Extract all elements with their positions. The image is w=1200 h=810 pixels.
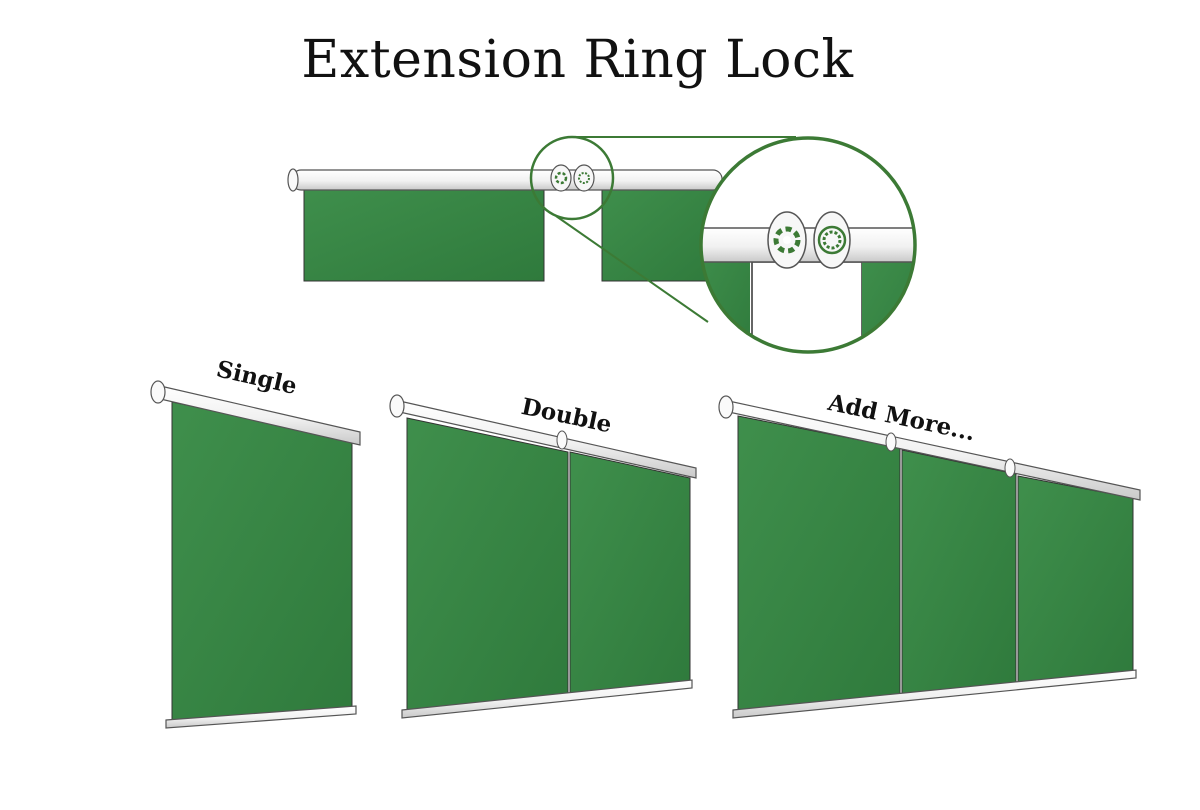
ring-lock-icon [573,164,595,192]
top-screen-assembly [287,135,723,282]
top-rod [291,169,723,191]
ring-lock-icon [813,211,851,269]
add-more-screen [718,395,1141,719]
ring-lock-icon [767,211,807,269]
callout-lines [555,136,796,323]
single-screen [150,380,361,729]
page-title: Extension Ring Lock [301,30,854,90]
focus-circle [529,135,615,221]
magnifier-callout [699,136,917,354]
top-screen-left [303,184,545,282]
ring-lock-icon [550,164,572,192]
label-single: Single [214,355,300,400]
top-rod-endcap [287,168,299,192]
double-screen [389,394,697,719]
